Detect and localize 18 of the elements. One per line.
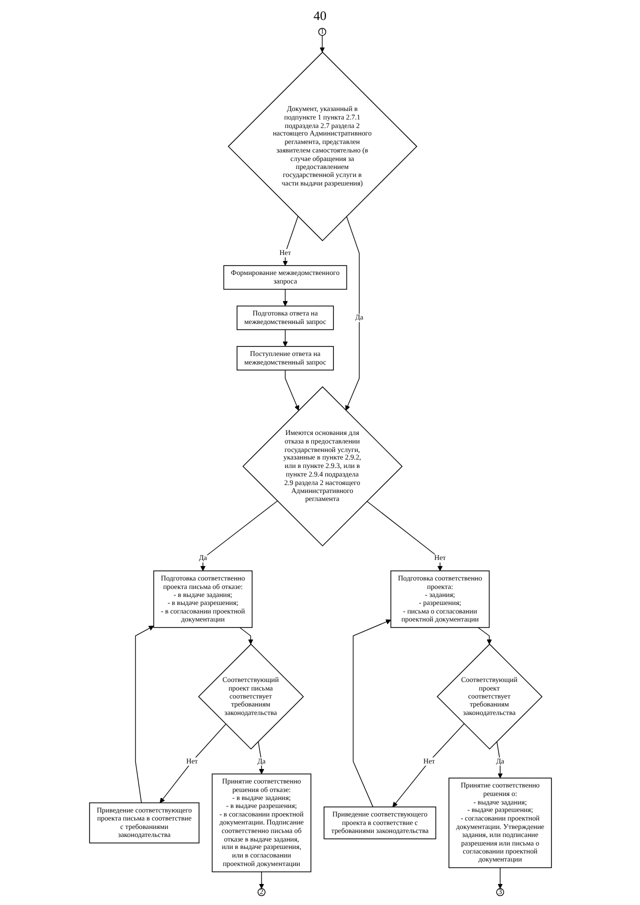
arrow [282, 329, 288, 347]
arrow [134, 626, 154, 804]
arrow [344, 216, 360, 411]
arrow [282, 216, 298, 266]
arrow [284, 370, 299, 411]
arrow [238, 627, 253, 644]
arrow [200, 500, 278, 572]
arrow [319, 35, 324, 52]
arrow [366, 500, 442, 572]
arrow [282, 288, 288, 306]
arrow [497, 867, 502, 889]
page-number: 40 [314, 8, 326, 24]
arrow [477, 627, 492, 644]
arrow [159, 724, 226, 804]
arrow [352, 619, 391, 808]
arrow [258, 871, 264, 889]
arrow [392, 723, 464, 808]
arrow [496, 741, 502, 778]
